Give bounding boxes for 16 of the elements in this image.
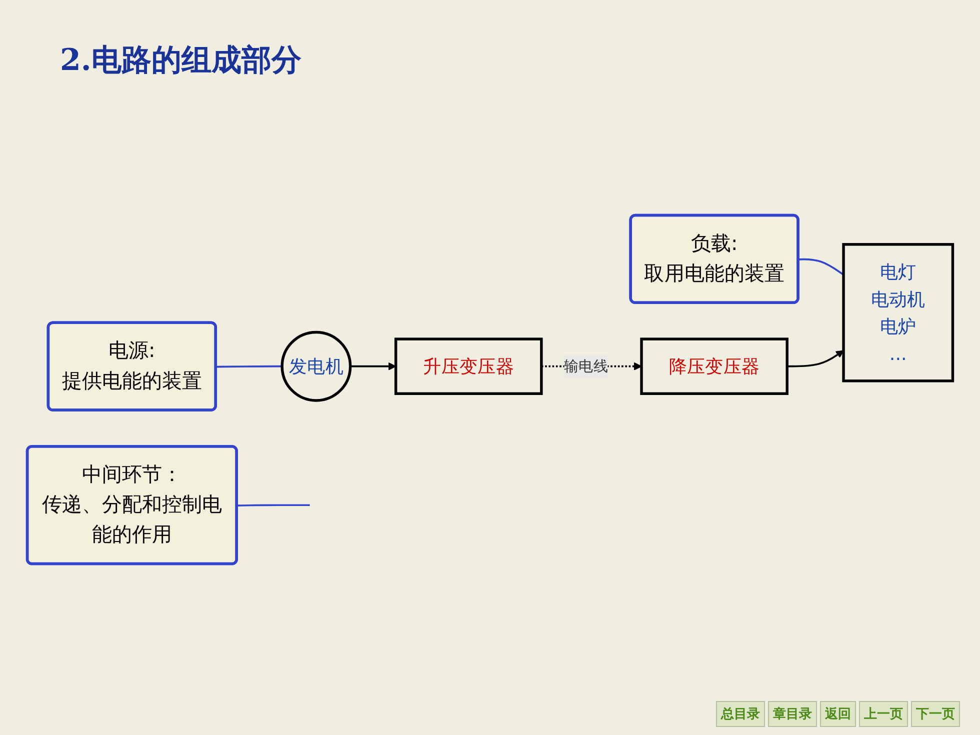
node-box: 升压变压器 [394, 338, 543, 396]
node-box: 降压变压器 [640, 338, 788, 396]
arrow [350, 362, 396, 371]
node-box: 电灯 电动机 电炉 ... [842, 243, 954, 383]
connector [237, 504, 310, 507]
nav-link: 总目录 [716, 701, 765, 727]
arrow [787, 350, 844, 368]
node-circle: 发电机 [280, 331, 352, 402]
nav-link: 上一页 [859, 701, 908, 727]
connector [216, 366, 282, 368]
nav-link: 返回 [820, 701, 856, 727]
nav-link: 章目录 [768, 701, 817, 727]
connector [798, 258, 844, 276]
nav-link: 下一页 [911, 701, 960, 727]
slide-title: 2.电路的组成部分 [60, 42, 302, 80]
edge-label: 输电线 [564, 358, 608, 375]
